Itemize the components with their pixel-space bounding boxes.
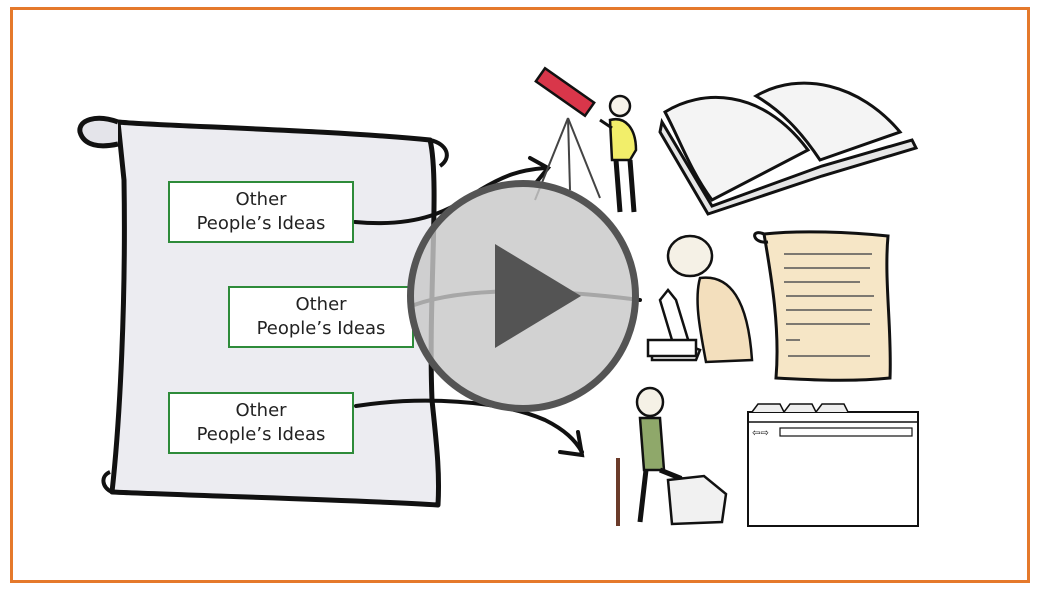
idea-box-3-line1: Other <box>235 400 287 421</box>
browser-window-icon: ⇦⇨ <box>747 403 919 527</box>
play-button[interactable] <box>407 180 639 412</box>
idea-box-2-line1: Other <box>295 294 347 315</box>
hiker-explorer-icon <box>616 386 728 526</box>
open-book-icon <box>658 81 919 216</box>
paper-document-icon <box>753 230 892 382</box>
idea-box-1-line2: People’s Ideas <box>196 213 326 234</box>
idea-box-1-line1: Other <box>235 189 287 210</box>
idea-box-2: Other People’s Ideas <box>228 286 414 348</box>
idea-box-3: Other People’s Ideas <box>168 392 354 454</box>
microscope-scientist-icon <box>646 234 754 364</box>
idea-box-3-line2: People’s Ideas <box>196 424 326 445</box>
arrow-to-research-3 <box>354 398 584 454</box>
idea-box-2-line2: People’s Ideas <box>256 318 386 339</box>
play-icon <box>495 244 581 348</box>
arrow-head-3 <box>558 430 585 458</box>
svg-text:⇦⇨: ⇦⇨ <box>752 428 769 439</box>
idea-box-1: Other People’s Ideas <box>168 181 354 243</box>
